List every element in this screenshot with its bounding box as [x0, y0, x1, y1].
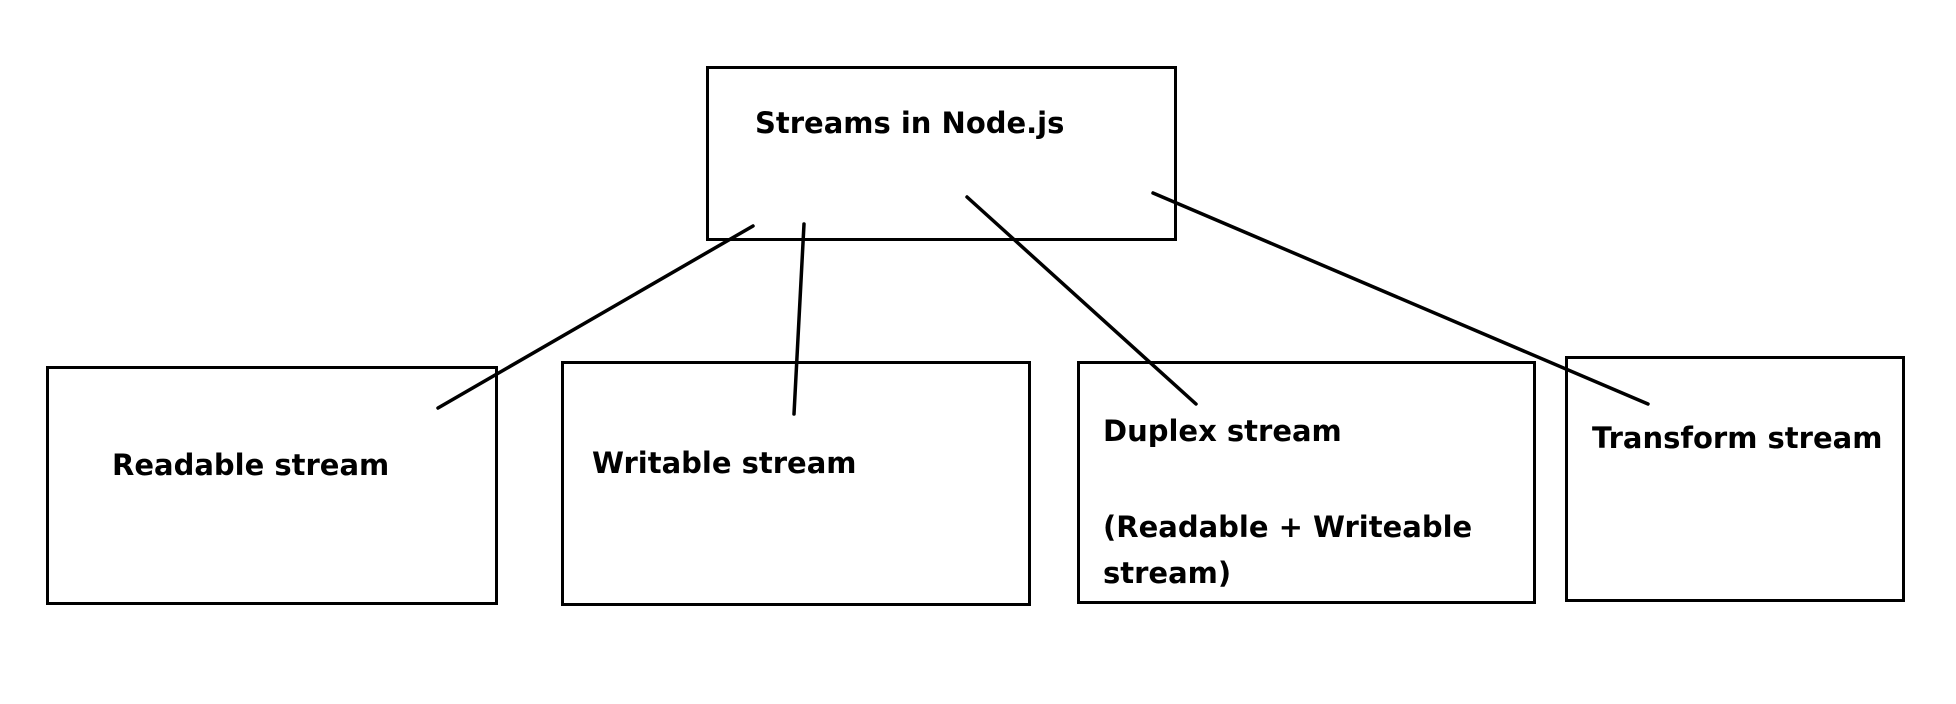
- readable-stream-box: [46, 366, 498, 605]
- duplex-stream-note: (Readable + Writeable stream): [1103, 510, 1473, 590]
- duplex-stream-box: [1077, 361, 1536, 604]
- writable-stream-label: Writable stream: [592, 446, 857, 480]
- connector-root-duplex: [965, 195, 1198, 406]
- transform-stream-label: Transform stream: [1592, 421, 1883, 455]
- root-node-label: Streams in Node.js: [755, 106, 1065, 140]
- writable-stream-box: [561, 361, 1031, 606]
- duplex-stream-label: Duplex stream: [1103, 414, 1342, 448]
- connector-root-writable: [792, 222, 806, 416]
- transform-stream-box: [1565, 356, 1905, 602]
- readable-stream-label: Readable stream: [112, 448, 390, 482]
- root-node-box: [706, 66, 1177, 241]
- connector-root-readable: [436, 224, 755, 410]
